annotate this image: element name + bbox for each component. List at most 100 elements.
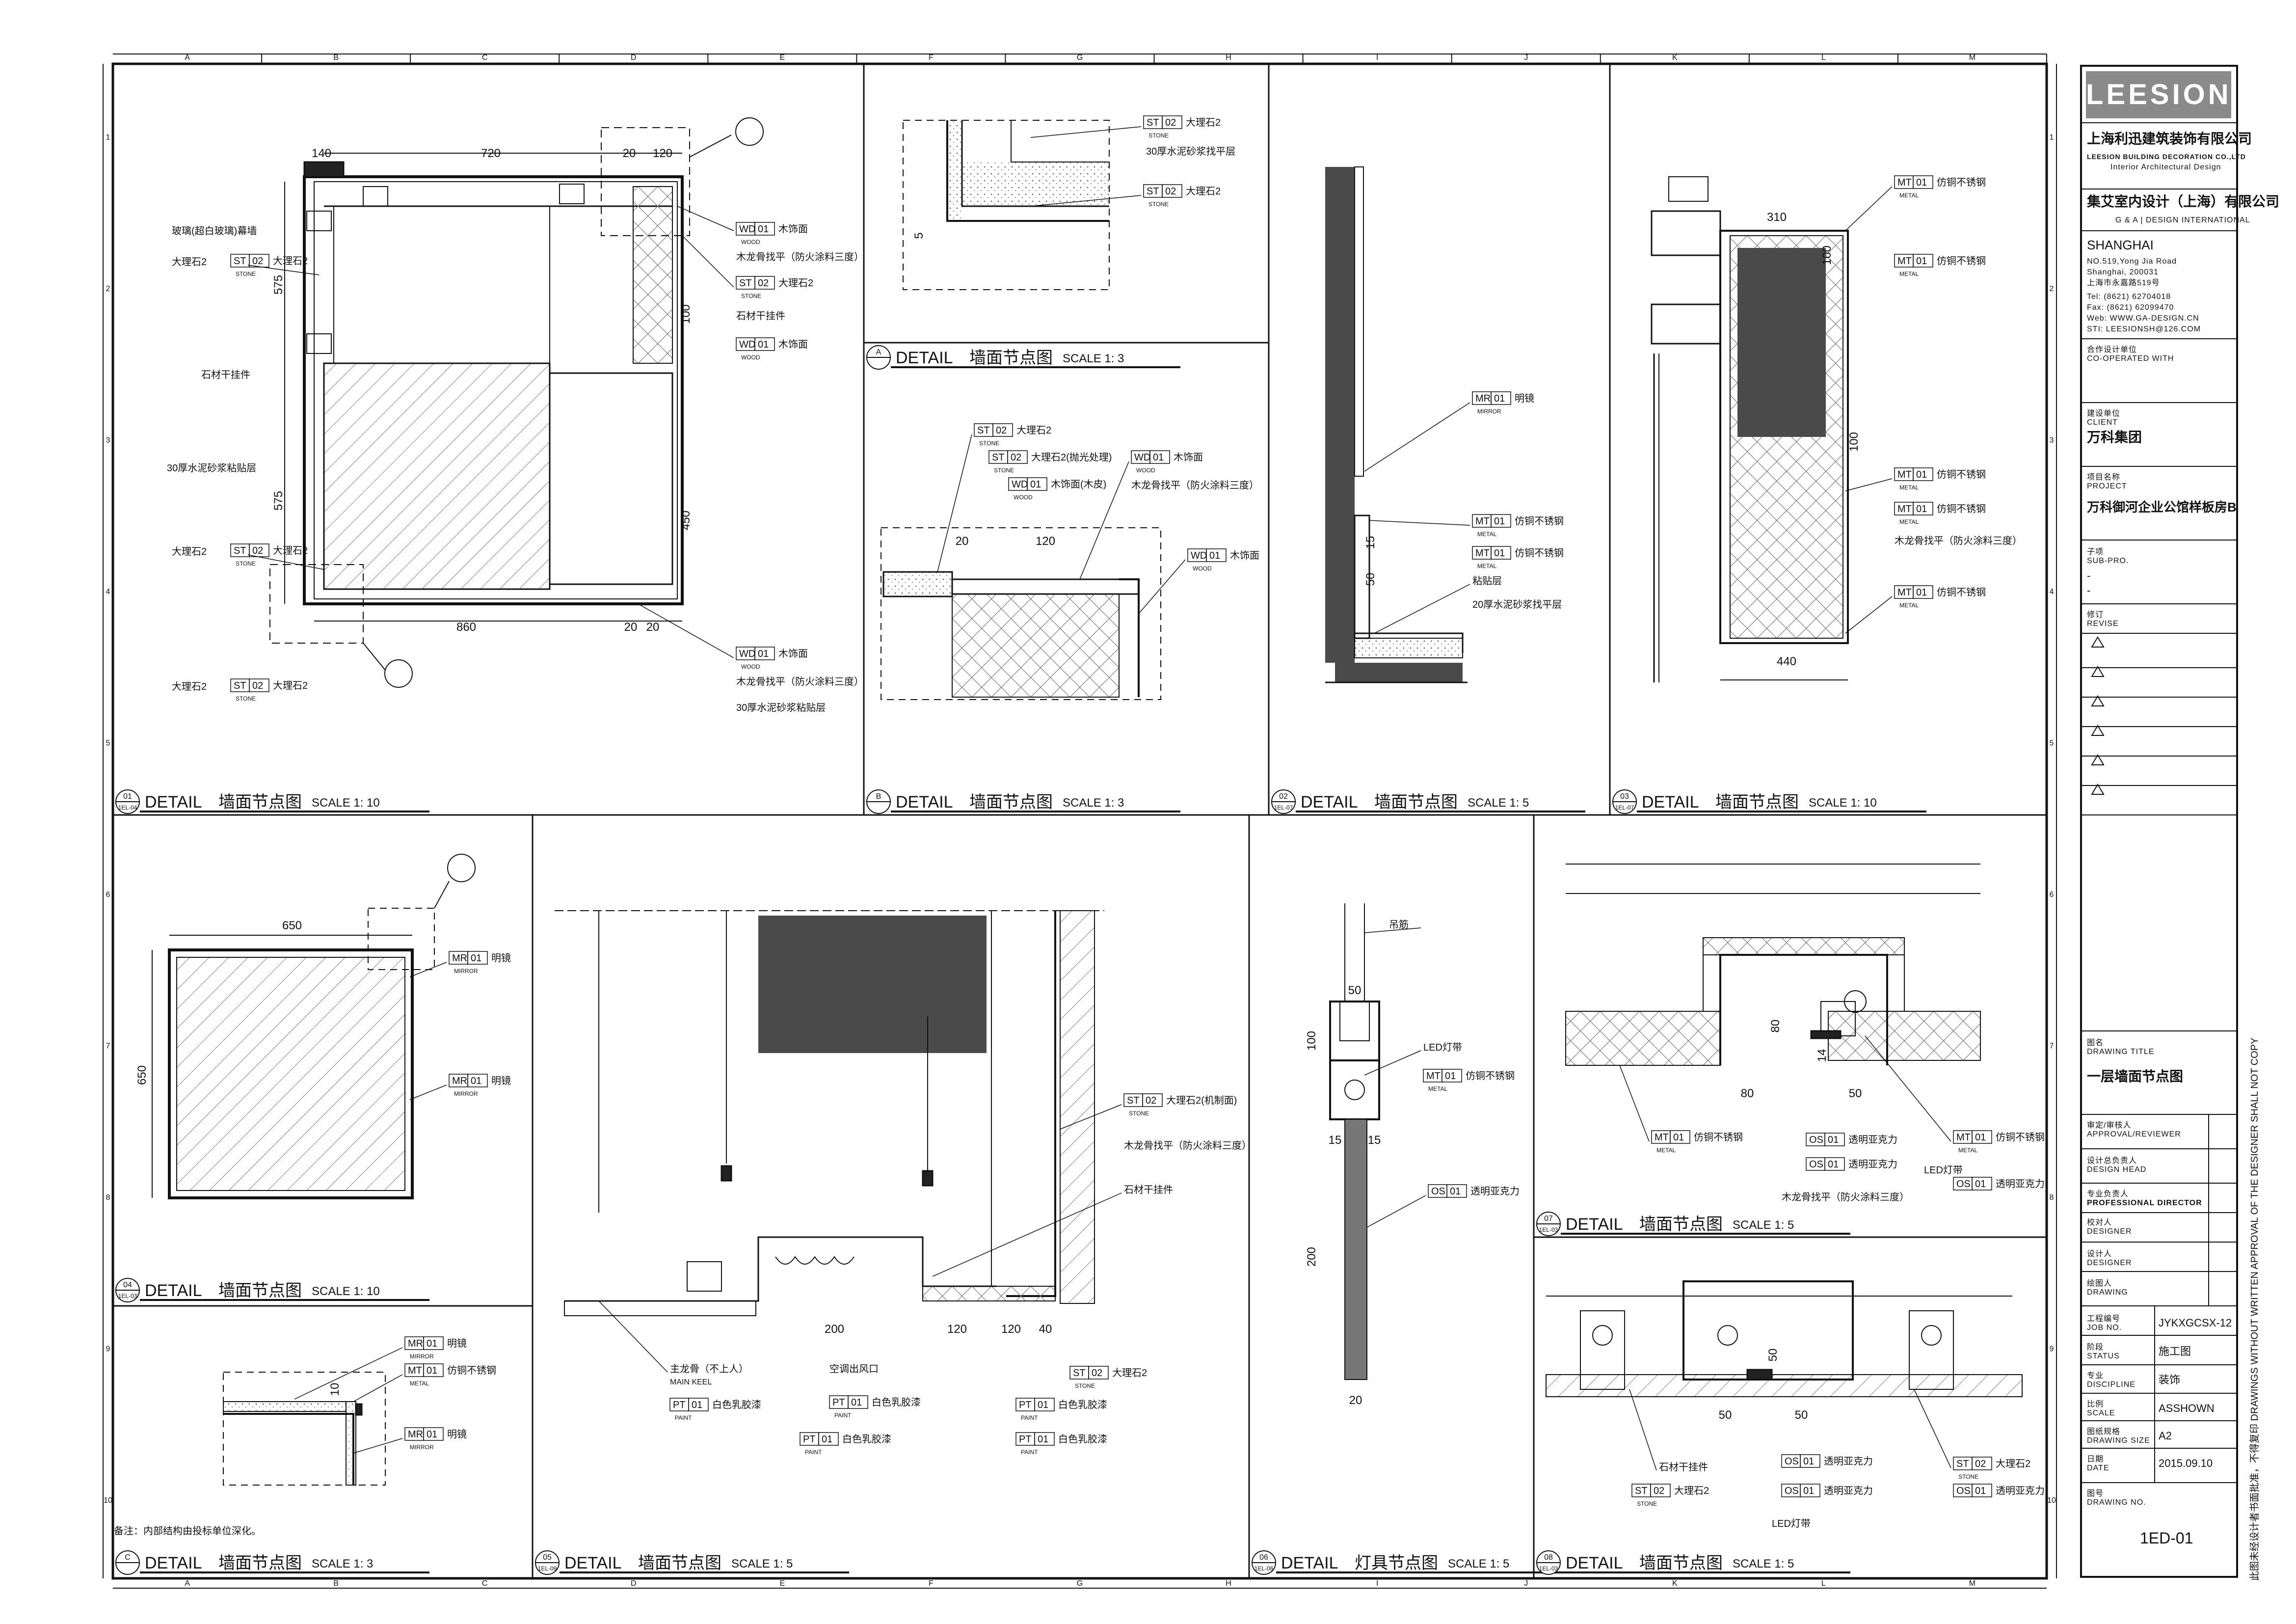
detail-label: DETAIL xyxy=(145,1281,202,1300)
callout-sub: METAL xyxy=(1428,1085,1447,1092)
callout-num: 01 xyxy=(1975,1486,1986,1496)
callout-name: 木饰面 xyxy=(778,648,808,659)
callout-sub: WOOD xyxy=(1193,565,1212,572)
grid-column-L: L xyxy=(1821,54,1826,62)
drawing-number-value: 1ED-01 xyxy=(2140,1529,2193,1547)
project-label-en: PROJECT xyxy=(2087,482,2127,490)
grid-row-6: 6 xyxy=(106,891,110,899)
callout-num: 01 xyxy=(471,1076,481,1086)
detail-label: DETAIL xyxy=(1566,1554,1623,1572)
callout-sub: PAINT xyxy=(1021,1449,1038,1456)
design-company-cn: 集艾室内设计（上海）有限公司 xyxy=(2087,194,2280,209)
detail-C-drawing xyxy=(223,1372,386,1486)
callout-code: WD xyxy=(739,224,755,235)
callout-num: 01 xyxy=(1975,1132,1986,1143)
dim-07-80: 80 xyxy=(1769,1020,1782,1033)
callout-code: PT xyxy=(803,1434,816,1445)
callout-num: 02 xyxy=(252,256,263,267)
callout-code: OS xyxy=(1785,1486,1799,1496)
callout-sub: STONE xyxy=(236,271,256,277)
callout-code: MT xyxy=(1475,548,1490,559)
dim-02-15: 15 xyxy=(1364,536,1377,549)
grid-column-J-bottom: J xyxy=(1524,1579,1528,1588)
callout-code: ST xyxy=(234,545,246,556)
dim-B-120: 120 xyxy=(1036,535,1055,548)
design-head-label-cn: 设计总负责人 xyxy=(2087,1157,2137,1165)
dim-03-310: 310 xyxy=(1767,211,1787,224)
callout-sub: STONE xyxy=(1075,1382,1095,1389)
detail-07-drawing xyxy=(1565,864,1981,1066)
callout-sub: WOOD xyxy=(741,663,760,670)
detail-scale: SCALE 1: 5 xyxy=(731,1557,793,1570)
callout-num: 01 xyxy=(1209,550,1220,561)
subpro-label-cn: 子项 xyxy=(2087,548,2104,556)
callout-sub: PAINT xyxy=(805,1449,822,1456)
grid-column-H: H xyxy=(1226,54,1231,62)
callout-num: 01 xyxy=(1916,504,1927,514)
callout-code: MT xyxy=(1655,1132,1669,1143)
label-stone-left-02: 大理石2 xyxy=(172,546,207,557)
detail-id: 04 xyxy=(123,1281,132,1289)
label-keel-B: 木龙骨找平（防火涂料三度） xyxy=(1131,480,1259,491)
detail-title-text: 墙面节点图 xyxy=(1639,1215,1723,1234)
checker-label-en: DESIGNER xyxy=(2087,1227,2132,1236)
detail-A-drawing xyxy=(903,120,1110,290)
grid-row-7: 7 xyxy=(106,1042,110,1050)
dim-06-15b: 15 xyxy=(1368,1134,1381,1147)
detail-scale: SCALE 1: 10 xyxy=(312,796,380,810)
detail-title-text: 墙面节点图 xyxy=(218,1281,302,1300)
callout-sub: STONE xyxy=(236,695,256,702)
callout-code: ST xyxy=(1956,1459,1969,1469)
label-keel-07: 木龙骨找平（防火涂料三度） xyxy=(1782,1191,1909,1203)
callout-num: 01 xyxy=(822,1434,832,1445)
callout-sub: WOOD xyxy=(741,354,760,361)
callout-code: WD xyxy=(739,339,755,350)
detail-id: 08 xyxy=(1544,1553,1553,1562)
address-line-1: NO.519,Yong Jia Road xyxy=(2087,257,2177,266)
callout-name: 大理石2 xyxy=(273,255,308,267)
size-label-cn: 图纸规格 xyxy=(2087,1428,2121,1436)
grid-column-L-bottom: L xyxy=(1821,1579,1826,1588)
grid-column-C: C xyxy=(482,54,488,62)
grid-column-E: E xyxy=(780,54,785,62)
callout-sub: STONE xyxy=(994,467,1014,474)
detail-label: DETAIL xyxy=(896,793,953,812)
callout-num: 01 xyxy=(1450,1186,1461,1197)
callout-code: WD xyxy=(1012,479,1028,490)
label-mortar-01: 30厚水泥砂浆粘贴层 xyxy=(167,462,256,474)
revise-label-en: REVISE xyxy=(2087,620,2119,628)
callout-code: PT xyxy=(673,1400,686,1410)
label-led-07: LED灯带 xyxy=(1924,1164,1963,1176)
detail-sheet-ref: 1EL-03 xyxy=(118,1293,137,1299)
callout-num: 01 xyxy=(1153,452,1164,463)
detail-04-drawing xyxy=(152,854,476,1199)
grid-row-2: 2 xyxy=(106,285,110,293)
callout-code: MT xyxy=(1426,1071,1441,1082)
drawing-title-value: 一层墙面节点图 xyxy=(2087,1069,2184,1084)
callout-sub: STONE xyxy=(1148,132,1169,139)
label-main-keel-en: MAIN KEEL xyxy=(670,1378,712,1386)
dim-01-120: 120 xyxy=(653,147,672,160)
detail-label: DETAIL xyxy=(145,1554,202,1572)
design-head-label-en: DESIGN HEAD xyxy=(2087,1165,2147,1174)
grid-column-A: A xyxy=(185,54,190,62)
detail-title-text: 墙面节点图 xyxy=(969,349,1053,367)
callout-code: MR xyxy=(408,1338,423,1349)
project-value: 万科御河企业公馆样板房B xyxy=(2087,500,2237,514)
callout-name: 透明亚克力 xyxy=(1996,1485,2045,1496)
callout-num: 01 xyxy=(1030,479,1041,490)
detail-label: DETAIL xyxy=(145,793,202,812)
title-block xyxy=(2080,65,2238,1578)
